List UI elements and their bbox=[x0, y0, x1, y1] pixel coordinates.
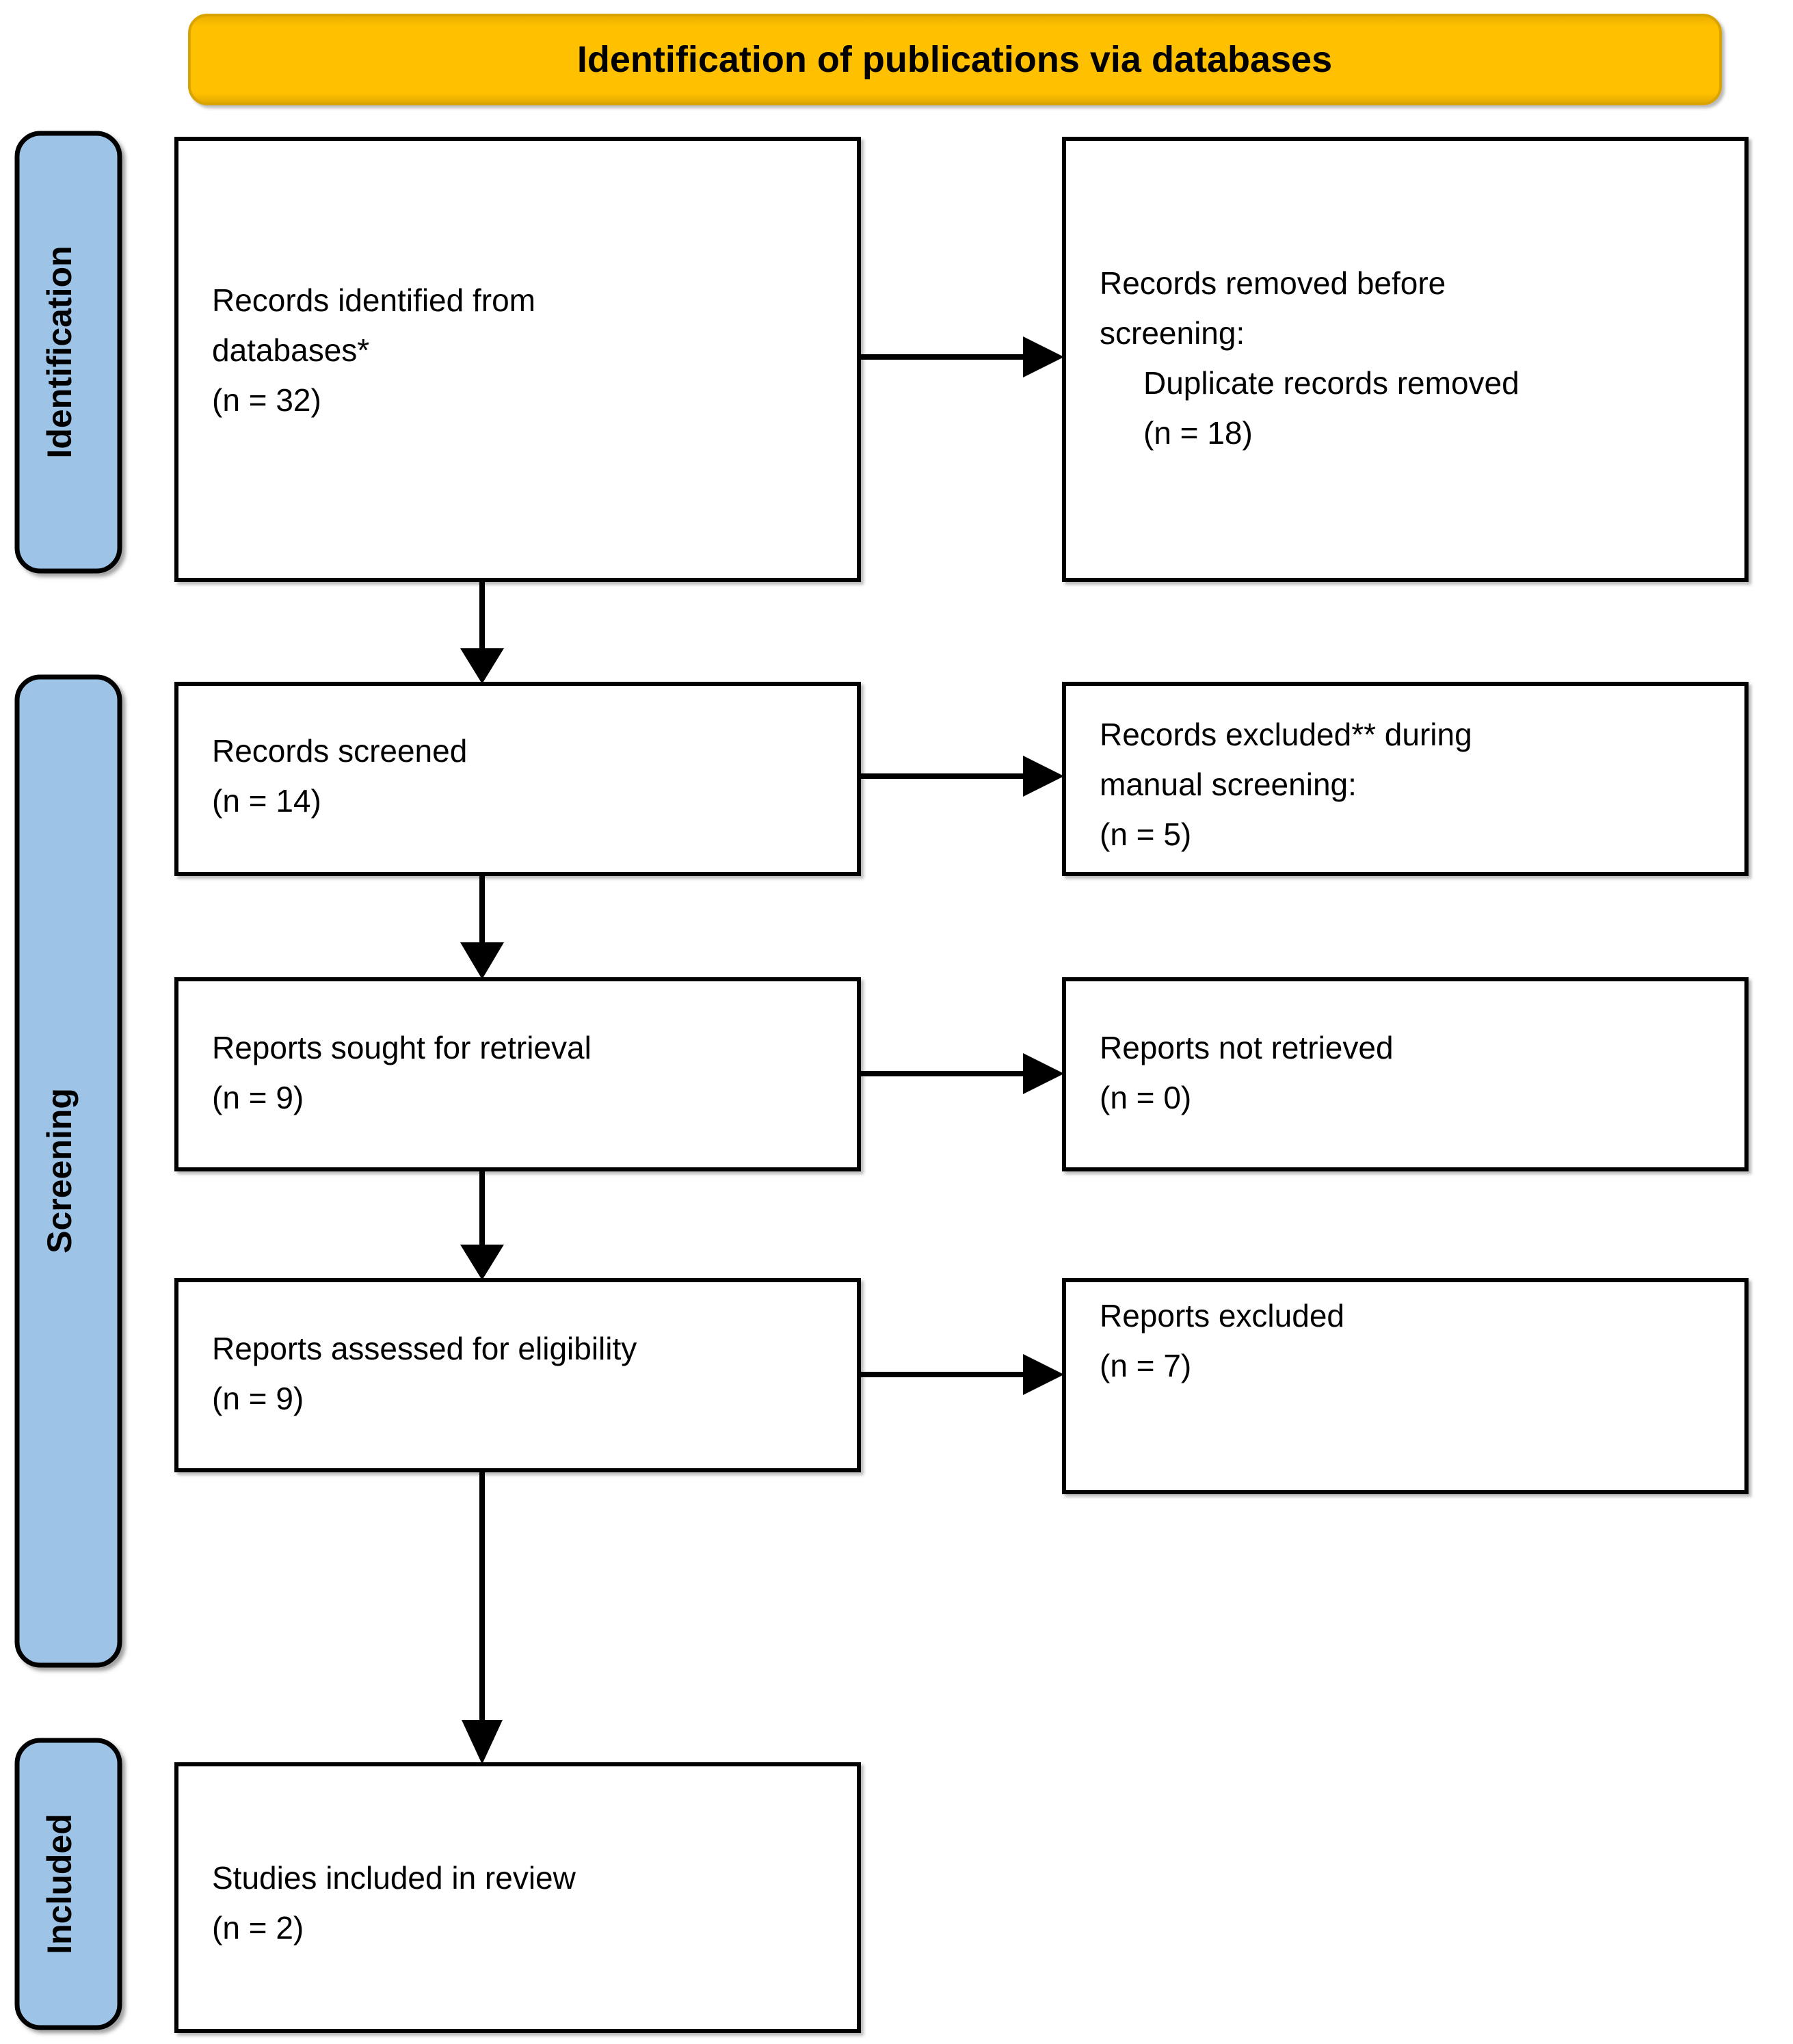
reports-not-retrieved-line1: Reports not retrieved bbox=[1100, 1030, 1394, 1065]
records-identified-line2: databases* bbox=[212, 332, 369, 368]
banner-identification-databases: Identification of publications via datab… bbox=[188, 14, 1722, 105]
stage-included-label: Included bbox=[40, 1814, 79, 1954]
box-studies-included-background bbox=[174, 1762, 861, 2033]
box-reports-not-retrieved-background bbox=[1062, 977, 1749, 1171]
arrow-assessed-to-included-head bbox=[462, 1720, 503, 1764]
records-removed-line2: screening: bbox=[1100, 315, 1245, 351]
arrow-identified-to-removed-head bbox=[1023, 336, 1064, 377]
arrow-sought-to-not-retrieved bbox=[859, 1053, 1064, 1094]
reports-assessed-count: (n = 9) bbox=[212, 1381, 304, 1416]
reports-not-retrieved-count: (n = 0) bbox=[1100, 1080, 1191, 1115]
stage-included-background bbox=[14, 1738, 122, 2030]
records-identified-line1: Records identified from bbox=[212, 282, 535, 318]
box-records-removed: Records removed before screening: Duplic… bbox=[1062, 137, 1749, 582]
stage-identification: Identification bbox=[14, 131, 122, 574]
box-reports-assessed: Reports assessed for eligibility (n = 9) bbox=[174, 1278, 861, 1472]
records-removed-count: (n = 18) bbox=[1143, 415, 1253, 451]
box-records-identified-background bbox=[174, 137, 861, 582]
box-reports-excluded-background bbox=[1062, 1278, 1749, 1494]
box-records-excluded-background bbox=[1062, 682, 1749, 876]
box-studies-included: Studies included in review (n = 2) bbox=[174, 1762, 861, 2033]
stage-screening-background bbox=[14, 674, 122, 1668]
studies-included-line1: Studies included in review bbox=[212, 1860, 576, 1896]
records-removed-line3: Duplicate records removed bbox=[1143, 365, 1519, 401]
stage-screening-label: Screening bbox=[40, 1088, 79, 1253]
banner-label: Identification of publications via datab… bbox=[577, 39, 1332, 80]
box-reports-sought-background bbox=[174, 977, 861, 1171]
reports-excluded-count: (n = 7) bbox=[1100, 1348, 1191, 1383]
records-excluded-line2: manual screening: bbox=[1100, 767, 1357, 802]
records-removed-line1-italic: before bbox=[1357, 265, 1446, 301]
records-removed-line1: Records removed before bbox=[1100, 265, 1446, 301]
stage-screening: Screening bbox=[14, 674, 122, 1668]
box-records-screened: Records screened (n = 14) bbox=[174, 682, 861, 876]
box-records-excluded: Records excluded** during manual screeni… bbox=[1062, 682, 1749, 876]
box-reports-excluded: Reports excluded (n = 7) bbox=[1062, 1278, 1749, 1494]
box-records-identified: Records identified from databases* (n = … bbox=[174, 137, 861, 582]
box-records-screened-background bbox=[174, 682, 861, 876]
records-excluded-count: (n = 5) bbox=[1100, 817, 1191, 852]
arrow-screened-to-excluded-head bbox=[1023, 756, 1064, 797]
records-removed-line2-plain: : bbox=[1236, 315, 1245, 351]
arrow-identified-to-screened-head bbox=[460, 648, 504, 684]
records-removed-line1-plain: Records removed bbox=[1100, 265, 1357, 301]
reports-assessed-line1: Reports assessed for eligibility bbox=[212, 1331, 637, 1366]
arrow-screened-to-sought-head bbox=[460, 942, 504, 979]
reports-sought-line1: Reports sought for retrieval bbox=[212, 1030, 592, 1065]
records-identified-count: (n = 32) bbox=[212, 382, 321, 418]
records-removed-line2-italic: screening bbox=[1100, 315, 1236, 351]
stage-identification-label: Identification bbox=[40, 245, 79, 458]
records-screened-line1: Records screened bbox=[212, 733, 467, 769]
reports-excluded-line1: Reports excluded bbox=[1100, 1298, 1344, 1333]
arrow-identified-to-removed bbox=[859, 336, 1064, 377]
stage-included: Included bbox=[14, 1738, 122, 2030]
arrow-sought-to-not-retrieved-head bbox=[1023, 1053, 1064, 1094]
arrow-identified-to-screened bbox=[460, 580, 504, 684]
banner-background bbox=[188, 14, 1722, 105]
stage-identification-background bbox=[14, 131, 122, 574]
box-reports-not-retrieved: Reports not retrieved (n = 0) bbox=[1062, 977, 1749, 1171]
arrow-screened-to-excluded bbox=[859, 756, 1064, 797]
arrow-screened-to-sought bbox=[460, 874, 504, 979]
arrow-assessed-to-excluded-head bbox=[1023, 1354, 1064, 1395]
arrow-sought-to-assessed-head bbox=[460, 1245, 504, 1280]
box-records-removed-background bbox=[1062, 137, 1749, 582]
arrow-sought-to-assessed bbox=[460, 1169, 504, 1280]
arrow-assessed-to-included bbox=[462, 1470, 503, 1764]
box-reports-assessed-background bbox=[174, 1278, 861, 1472]
studies-included-count: (n = 2) bbox=[212, 1910, 304, 1946]
arrow-assessed-to-excluded bbox=[859, 1354, 1064, 1395]
box-reports-sought: Reports sought for retrieval (n = 9) bbox=[174, 977, 861, 1171]
reports-sought-count: (n = 9) bbox=[212, 1080, 304, 1115]
records-excluded-line1: Records excluded** during bbox=[1100, 717, 1472, 752]
records-screened-count: (n = 14) bbox=[212, 783, 321, 819]
